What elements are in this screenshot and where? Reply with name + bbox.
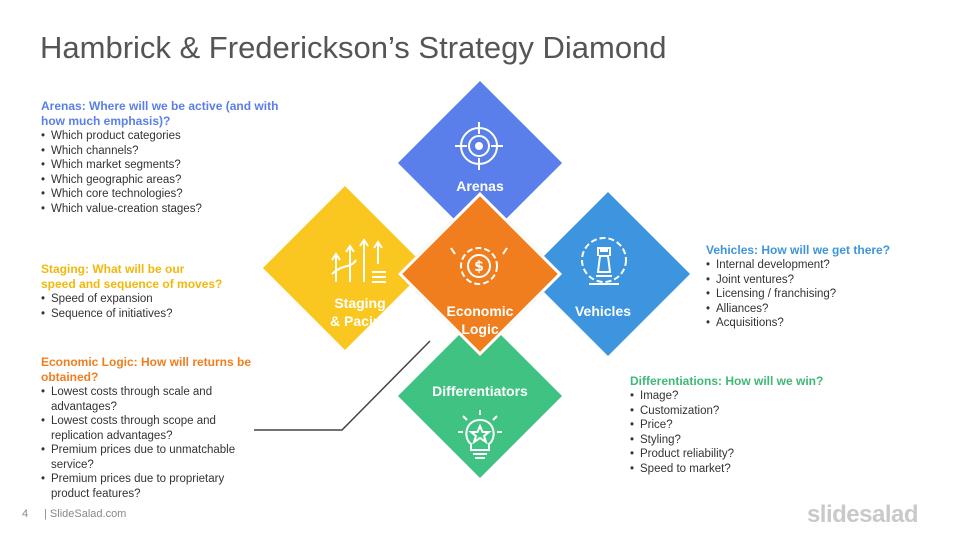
economic-label-line2: Logic <box>461 321 499 337</box>
list-item: Speed of expansion <box>41 292 271 307</box>
list-item: Joint ventures? <box>706 273 936 288</box>
staging-label-line2: & Pacing <box>330 313 390 329</box>
arenas-label: Arenas <box>456 178 504 194</box>
economic-logic-text-block: Economic Logic: How will returns be obta… <box>41 355 281 501</box>
differentiators-list: Image? Customization? Price? Styling? Pr… <box>630 389 860 476</box>
list-item: Licensing / franchising? <box>706 287 936 302</box>
slide-title: Hambrick & Frederickson’s Strategy Diamo… <box>40 30 667 65</box>
staging-list: Speed of expansion Sequence of initiativ… <box>41 292 271 321</box>
arenas-heading: Arenas: Where will we be active (and wit… <box>41 99 279 128</box>
dollar-gear-icon: $ <box>450 247 508 285</box>
economic-label-line1: Economic <box>446 303 514 319</box>
list-item: Acquisitions? <box>706 316 936 331</box>
vehicles-list: Internal development? Joint ventures? Li… <box>706 258 936 331</box>
list-item: Internal development? <box>706 258 936 273</box>
list-item: Premium prices due to proprietaryproduct… <box>41 472 281 501</box>
list-item: Speed to market? <box>630 462 860 477</box>
list-item: Premium prices due to unmatchableservice… <box>41 443 281 472</box>
staging-text-block: Staging: What will be our speed and sequ… <box>41 262 271 321</box>
staging-heading: Staging: What will be our speed and sequ… <box>41 262 223 291</box>
list-item: Lowest costs through scale andadvantages… <box>41 385 281 414</box>
economic-heading: Economic Logic: How will returns be obta… <box>41 355 252 384</box>
lightbulb-star-icon <box>458 410 502 459</box>
list-item: Styling? <box>630 433 860 448</box>
target-icon <box>455 122 503 170</box>
staging-label: Staging & Pacing <box>310 294 410 330</box>
page-number: 4 <box>22 508 29 520</box>
list-item: Lowest costs through scope andreplicatio… <box>41 414 281 443</box>
vehicles-heading: Vehicles: How will we get there? <box>706 243 891 257</box>
economic-logic-label: Economic Logic <box>430 302 530 338</box>
vehicles-label: Vehicles <box>574 303 632 319</box>
differentiators-label: Differentiators <box>432 383 528 399</box>
chess-gear-icon <box>581 237 627 285</box>
list-item: Image? <box>630 389 860 404</box>
differentiators-text-block: Differentiations: How will we win? Image… <box>630 374 860 476</box>
arenas-text-block: Arenas: Where will we be active (and wit… <box>41 99 301 216</box>
staging-label-line1: Staging <box>334 295 386 311</box>
growth-arrows-icon <box>331 238 386 283</box>
vehicles-text-block: Vehicles: How will we get there? Interna… <box>706 243 936 331</box>
list-item: Which value-creation stages? <box>41 202 301 217</box>
list-item: Which geographic areas? <box>41 173 301 188</box>
arenas-list: Which product categories Which channels?… <box>41 129 301 216</box>
list-item: Price? <box>630 418 860 433</box>
list-item: Sequence of initiatives? <box>41 307 271 322</box>
list-item: Customization? <box>630 404 860 419</box>
footer-site-link[interactable]: | SlideSalad.com <box>44 508 127 520</box>
economic-list: Lowest costs through scale andadvantages… <box>41 385 281 501</box>
list-item: Which core technologies? <box>41 187 301 202</box>
list-item: Which market segments? <box>41 158 301 173</box>
connector-arrow <box>254 340 431 431</box>
list-item: Alliances? <box>706 302 936 317</box>
brand-logo: slidesalad <box>806 501 919 528</box>
differentiators-heading: Differentiations: How will we win? <box>630 374 824 388</box>
svg-text:$: $ <box>474 259 484 275</box>
list-item: Which channels? <box>41 144 301 159</box>
list-item: Product reliability? <box>630 447 860 462</box>
list-item: Which product categories <box>41 129 301 144</box>
